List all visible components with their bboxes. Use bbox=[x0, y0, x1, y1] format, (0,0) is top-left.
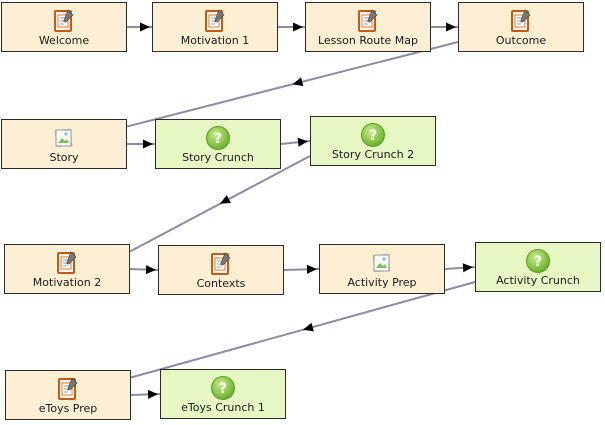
node-motivation-2[interactable]: Motivation 2 bbox=[4, 244, 130, 294]
arrowhead bbox=[140, 22, 150, 32]
node-activity-prep[interactable]: Activity Prep bbox=[319, 244, 445, 294]
node-label: Story Crunch bbox=[182, 151, 254, 164]
node-label: Story Crunch 2 bbox=[331, 148, 415, 161]
question-icon: ? bbox=[205, 125, 231, 151]
svg-text:?: ? bbox=[219, 381, 227, 397]
document-icon bbox=[204, 9, 226, 33]
svg-text:?: ? bbox=[534, 254, 542, 270]
node-etoys-prep[interactable]: eToys Prep bbox=[5, 370, 131, 420]
arrowhead bbox=[306, 264, 317, 274]
arrowhead bbox=[303, 322, 314, 332]
document-icon bbox=[357, 9, 379, 33]
svg-text:?: ? bbox=[214, 131, 222, 147]
node-label: eToys Prep bbox=[38, 402, 98, 415]
node-lesson-route-map[interactable]: Lesson Route Map bbox=[305, 2, 431, 52]
node-label: Activity Crunch bbox=[496, 274, 580, 287]
arrowhead bbox=[220, 195, 231, 204]
node-etoys-crunch-1[interactable]: ? eToys Crunch 1 bbox=[160, 369, 286, 419]
node-label: Story bbox=[49, 151, 79, 164]
arrowhead bbox=[297, 137, 308, 147]
document-icon bbox=[56, 251, 78, 275]
node-label: Activity Prep bbox=[347, 276, 417, 289]
arrowhead bbox=[143, 139, 153, 149]
node-welcome[interactable]: Welcome bbox=[1, 2, 127, 52]
node-outcome[interactable]: Outcome bbox=[458, 2, 584, 52]
question-icon: ? bbox=[360, 122, 386, 148]
node-label: eToys Crunch 1 bbox=[181, 401, 265, 414]
node-activity-crunch[interactable]: ? Activity Crunch bbox=[475, 242, 601, 292]
node-label: Lesson Route Map bbox=[317, 34, 418, 47]
image-icon bbox=[371, 251, 393, 275]
node-story-crunch[interactable]: ? Story Crunch bbox=[155, 119, 281, 169]
node-story-crunch-2[interactable]: ? Story Crunch 2 bbox=[310, 116, 436, 166]
question-icon: ? bbox=[525, 248, 551, 274]
node-label: Motivation 1 bbox=[180, 34, 250, 47]
question-icon: ? bbox=[210, 375, 236, 401]
node-label: Welcome bbox=[38, 34, 90, 47]
document-icon bbox=[53, 9, 75, 33]
image-icon bbox=[53, 126, 75, 150]
node-label: Contexts bbox=[196, 277, 246, 290]
arrowhead bbox=[293, 22, 303, 32]
document-icon bbox=[210, 252, 232, 276]
document-icon bbox=[57, 377, 79, 401]
node-story[interactable]: Story bbox=[1, 119, 127, 169]
arrowhead bbox=[145, 265, 156, 275]
svg-text:?: ? bbox=[369, 128, 377, 144]
arrowhead bbox=[446, 22, 456, 32]
document-icon bbox=[510, 9, 532, 33]
node-motivation-1[interactable]: Motivation 1 bbox=[152, 2, 278, 52]
arrowhead bbox=[462, 263, 473, 273]
arrowhead bbox=[147, 389, 158, 399]
node-contexts[interactable]: Contexts bbox=[158, 245, 284, 295]
node-label: Outcome bbox=[495, 34, 547, 47]
arrowhead bbox=[292, 77, 304, 87]
node-label: Motivation 2 bbox=[32, 276, 102, 289]
